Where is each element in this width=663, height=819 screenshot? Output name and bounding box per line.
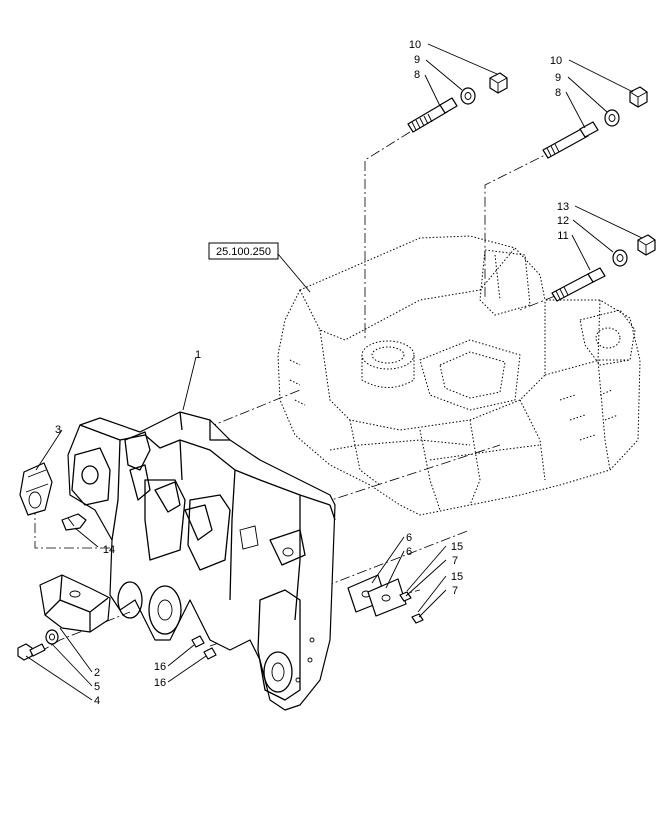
callout-6-b: 6 — [406, 546, 412, 558]
callout-9-left: 9 — [414, 54, 420, 66]
callout-13: 13 — [557, 201, 569, 213]
bolt-part-7-b — [411, 613, 424, 624]
clip-part-14 — [61, 513, 87, 531]
callout-10-left: 10 — [409, 39, 421, 51]
nut-10-right — [629, 86, 648, 108]
nut-13 — [637, 234, 656, 256]
bracket-part-2 — [39, 574, 111, 633]
front-support-casting — [67, 411, 336, 711]
washer-9-left — [460, 87, 476, 105]
callout-3: 3 — [55, 424, 61, 436]
callout-7-a: 7 — [452, 555, 458, 567]
callout-7-b: 7 — [452, 585, 458, 597]
washer-part-5 — [45, 629, 59, 645]
callout-12: 12 — [557, 215, 569, 227]
callout-8-right: 8 — [555, 87, 561, 99]
nut-10-left — [489, 72, 508, 94]
callout-11: 11 — [557, 230, 568, 242]
callout-9-right: 9 — [555, 72, 561, 84]
callout-6-a: 6 — [406, 532, 412, 544]
bolt-part-4 — [17, 643, 46, 661]
callout-15-a: 15 — [451, 541, 463, 553]
callout-16-b: 16 — [154, 677, 166, 689]
bolts-part-16 — [191, 635, 217, 660]
reference-frame-outline — [277, 235, 641, 516]
callout-16-a: 16 — [154, 661, 166, 673]
callout-labels: 10 9 8 10 9 8 13 12 11 1 3 14 6 6 15 7 1… — [55, 39, 569, 707]
callout-8-left: 8 — [414, 69, 420, 81]
callout-14: 14 — [103, 544, 115, 556]
leader-lines — [25, 43, 643, 701]
callout-15-b: 15 — [451, 571, 463, 583]
callout-2: 2 — [94, 667, 100, 679]
sensor-part-3 — [19, 462, 53, 516]
reference-box: 25.100.250 — [208, 242, 279, 260]
callout-5: 5 — [94, 681, 100, 693]
bolt-8-left — [407, 97, 458, 133]
callout-10-right: 10 — [550, 55, 562, 67]
reference-code: 25.100.250 — [216, 246, 271, 258]
bolt-8-right — [542, 121, 599, 159]
washer-12 — [612, 249, 628, 267]
callout-1: 1 — [195, 349, 201, 361]
callout-4: 4 — [94, 695, 100, 707]
bolt-11 — [551, 267, 606, 302]
washer-9-right — [604, 109, 620, 127]
